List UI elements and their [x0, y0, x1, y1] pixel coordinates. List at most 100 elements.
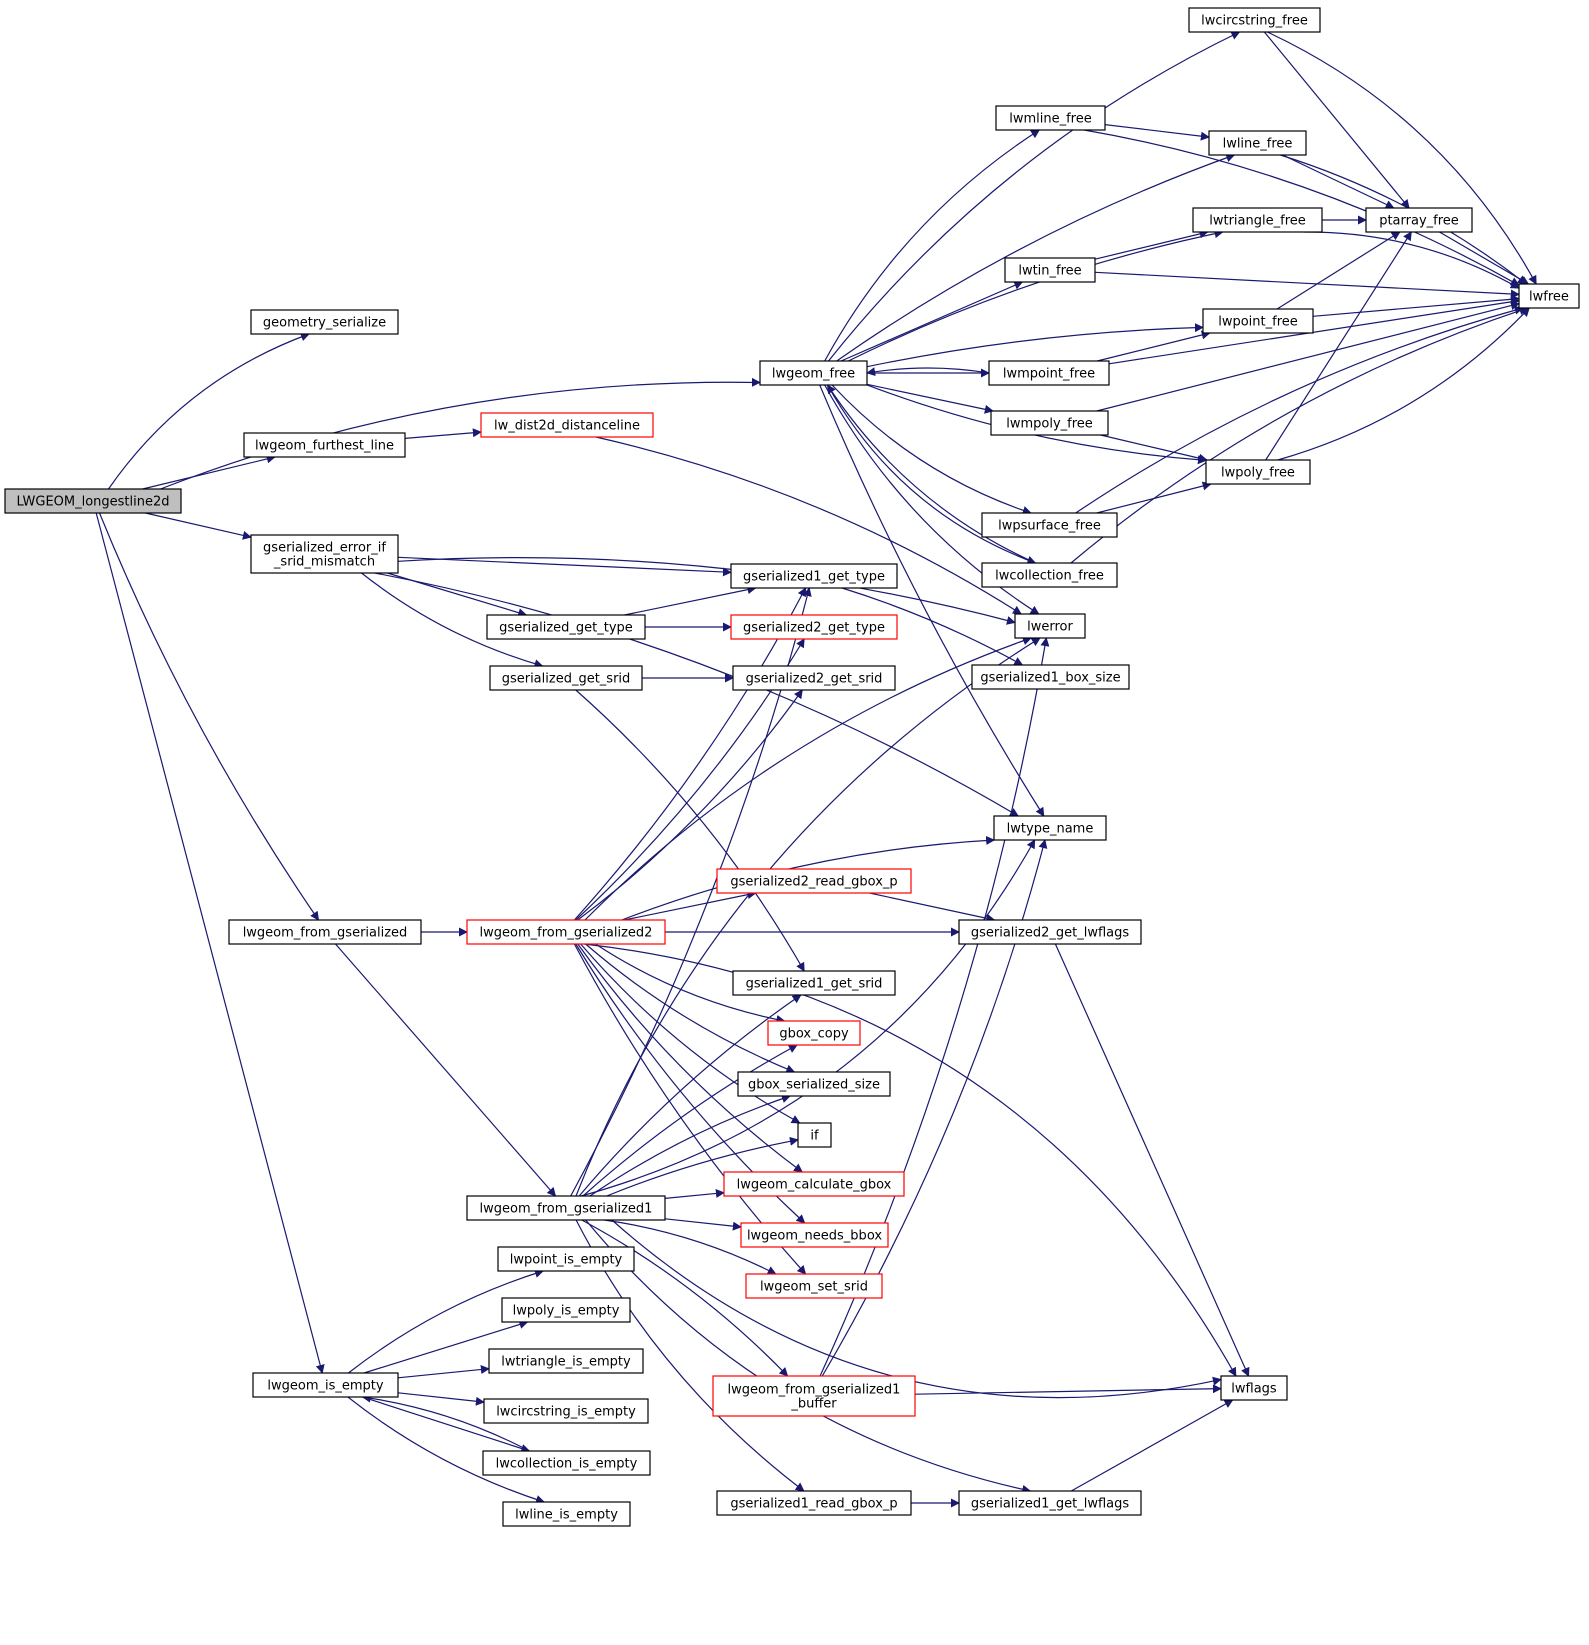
edge-lwgeom-is-empty-to-lwcollection-is-empty: [362, 1396, 531, 1453]
node-gbox-serialized-size[interactable]: gbox_serialized_size: [737, 1071, 891, 1097]
node-gserialized1-get-srid[interactable]: gserialized1_get_srid: [732, 970, 896, 996]
node-lwtriangle-free[interactable]: lwtriangle_free: [1192, 207, 1323, 233]
node-box: [732, 970, 896, 996]
node-gserialized1-read-gbox-p[interactable]: gserialized1_read_gbox_p: [716, 1490, 912, 1516]
node-box: [995, 105, 1106, 131]
node-lwgeom-from-gserialized2[interactable]: lwgeom_from_gserialized2: [466, 919, 666, 945]
node-label: lwgeom_from_gserialized2: [480, 926, 653, 941]
node-gserialized-get-type[interactable]: gserialized_get_type: [486, 614, 646, 640]
node-label: gserialized2_get_type: [743, 621, 885, 636]
node-box: [730, 614, 898, 640]
edge-gserialized1-get-lwflags-to-lwflags: [1071, 1399, 1234, 1492]
edge-lwgeom-from-gserialized2-to-lwflags: [584, 943, 1237, 1377]
node-lwgeom-furthest-line[interactable]: lwgeom_furthest_line: [243, 432, 406, 458]
node-gserialized1-get-type[interactable]: gserialized1_get_type: [730, 563, 898, 589]
node-label: lwgeom_furthest_line: [255, 439, 394, 454]
node-lwline-is-empty[interactable]: lwline_is_empty: [502, 1501, 631, 1527]
node-box: [759, 360, 868, 386]
node-lwcircstring-free[interactable]: lwcircstring_free: [1188, 7, 1321, 33]
node-geometry-serialize[interactable]: geometry_serialize: [250, 309, 399, 335]
node-gserialized2-get-srid[interactable]: gserialized2_get_srid: [732, 665, 896, 691]
node-gserialized1-box-size[interactable]: gserialized1_box_size: [971, 664, 1130, 690]
node-lwgeom-calculate-gbox[interactable]: lwgeom_calculate_gbox: [723, 1171, 905, 1197]
node-box: [497, 1246, 635, 1272]
node-lwgeom-is-empty[interactable]: lwgeom_is_empty: [252, 1372, 399, 1398]
node-gserialized-get-srid[interactable]: gserialized_get_srid: [489, 665, 643, 691]
node-gserialized-error-if-srid-mismatch[interactable]: gserialized_error_if_srid_mismatch: [250, 534, 399, 574]
node-lwgeom-from-gserialized[interactable]: lwgeom_from_gserialized: [228, 919, 422, 945]
node-label: if: [810, 1129, 819, 1144]
node-lwgeom-set-srid[interactable]: lwgeom_set_srid: [745, 1273, 883, 1299]
node-box: [716, 1490, 912, 1516]
node-label: gserialized_error_if: [263, 541, 386, 556]
node-box: [712, 1375, 916, 1417]
node-root[interactable]: LWGEOM_longestline2d: [4, 488, 182, 514]
node-box: [488, 1348, 644, 1374]
node-lwfree[interactable]: lwfree: [1518, 283, 1580, 309]
edge-lwgeom-free-to-lwcollection-free: [826, 384, 1037, 565]
edge-gserialized2-read-gbox-p-to-gserialized2-get-lwflags: [869, 892, 996, 923]
edge-lwpsurface-free-to-lwfree: [1075, 305, 1524, 514]
node-lwtin-free[interactable]: lwtin_free: [1004, 257, 1096, 283]
node-lwflags[interactable]: lwflags: [1220, 1375, 1288, 1401]
edge-lwgeom-free-to-lwtype-name: [819, 384, 1045, 817]
node-lw-dist2d-distanceline[interactable]: lw_dist2d_distanceline: [480, 412, 654, 438]
node-label: _srid_mismatch: [273, 555, 375, 570]
node-lwpsurface-free[interactable]: lwpsurface_free: [981, 512, 1118, 538]
edge-lwgeom-from-gserialized1-to-if: [606, 1136, 799, 1197]
node-lwpoint-is-empty[interactable]: lwpoint_is_empty: [497, 1246, 635, 1272]
node-if[interactable]: if: [797, 1122, 832, 1148]
node-box: [250, 534, 399, 574]
node-lwpoint-free[interactable]: lwpoint_free: [1202, 308, 1314, 334]
edge-lwgeom-from-gserialized2-to-gbox-copy: [595, 943, 786, 1024]
node-label: _buffer: [790, 1397, 837, 1412]
edge-lwgeom-free-to-lwmpoly-free: [866, 383, 994, 414]
edge-lwgeom-from-gserialized1-to-lwgeom-from-gserialized1-buffer: [581, 1219, 789, 1377]
node-gserialized2-get-lwflags[interactable]: gserialized2_get_lwflags: [958, 919, 1142, 945]
node-lwcollection-free[interactable]: lwcollection_free: [981, 562, 1118, 588]
node-lwpoly-free[interactable]: lwpoly_free: [1205, 459, 1311, 485]
node-ptarray-free[interactable]: ptarray_free: [1365, 207, 1473, 233]
node-gserialized2-read-gbox-p[interactable]: gserialized2_read_gbox_p: [716, 868, 912, 894]
node-lwtype-name[interactable]: lwtype_name: [993, 815, 1107, 841]
edge-lwcollection-is-empty-to-lwgeom-is-empty: [361, 1393, 530, 1452]
node-label: lwgeom_from_gserialized1: [728, 1383, 901, 1398]
node-lwcircstring-is-empty[interactable]: lwcircstring_is_empty: [483, 1398, 649, 1424]
node-box: [958, 1490, 1142, 1516]
node-lwtriangle-is-empty[interactable]: lwtriangle_is_empty: [488, 1348, 644, 1374]
edge-root-to-lwgeom-furthest-line: [142, 454, 276, 490]
node-lwerror[interactable]: lwerror: [1014, 613, 1086, 639]
node-lwmpoint-free[interactable]: lwmpoint_free: [988, 360, 1110, 386]
edge-root-to-lwgeom-free: [160, 377, 761, 490]
node-lwgeom-free[interactable]: lwgeom_free: [759, 360, 868, 386]
node-lwcollection-is-empty[interactable]: lwcollection_is_empty: [482, 1450, 651, 1476]
node-box: [252, 1372, 399, 1398]
node-box: [730, 563, 898, 589]
edge-lwmpoly-free-to-lwfree: [1096, 301, 1520, 412]
node-lwmpoly-free[interactable]: lwmpoly_free: [990, 410, 1109, 436]
node-label: lwgeom_set_srid: [760, 1280, 868, 1295]
edge-lwgeom-free-to-lwtriangle-free: [848, 229, 1224, 362]
node-lwpoly-is-empty[interactable]: lwpoly_is_empty: [501, 1297, 631, 1323]
node-gserialized2-get-type[interactable]: gserialized2_get_type: [730, 614, 898, 640]
node-box: [737, 1071, 891, 1097]
node-label: lwmpoly_free: [1006, 417, 1093, 432]
edge-lwgeom-from-gserialized1-to-gbox-serialized-size: [589, 1094, 791, 1197]
node-lwgeom-from-gserialized1[interactable]: lwgeom_from_gserialized1: [466, 1195, 666, 1221]
node-gbox-copy[interactable]: gbox_copy: [767, 1020, 861, 1046]
node-label: gbox_serialized_size: [748, 1078, 880, 1093]
node-lwline-free[interactable]: lwline_free: [1208, 130, 1307, 156]
node-box: [1192, 207, 1323, 233]
node-label: lwpoly_free: [1221, 466, 1295, 481]
edge-root-to-geometry-serialize: [108, 332, 310, 490]
edge-lwmpoint-free-to-lwgeom-free: [866, 367, 990, 377]
node-lwgeom-from-gserialized1-buffer[interactable]: lwgeom_from_gserialized1_buffer: [712, 1375, 916, 1417]
edge-lwgeom-free-to-lwerror: [824, 384, 1040, 615]
edge-lwgeom-from-gserialized1-buffer-to-lwtype-name: [821, 839, 1048, 1377]
node-lwmline-free[interactable]: lwmline_free: [995, 105, 1106, 131]
edge-lwgeom-from-gserialized2-to-gbox-serialized-size: [585, 943, 796, 1074]
node-gserialized1-get-lwflags[interactable]: gserialized1_get_lwflags: [958, 1490, 1142, 1516]
node-lwgeom-needs-bbox[interactable]: lwgeom_needs_bbox: [740, 1222, 889, 1248]
node-box: [482, 1450, 651, 1476]
node-label: lwgeom_from_gserialized: [243, 926, 408, 941]
